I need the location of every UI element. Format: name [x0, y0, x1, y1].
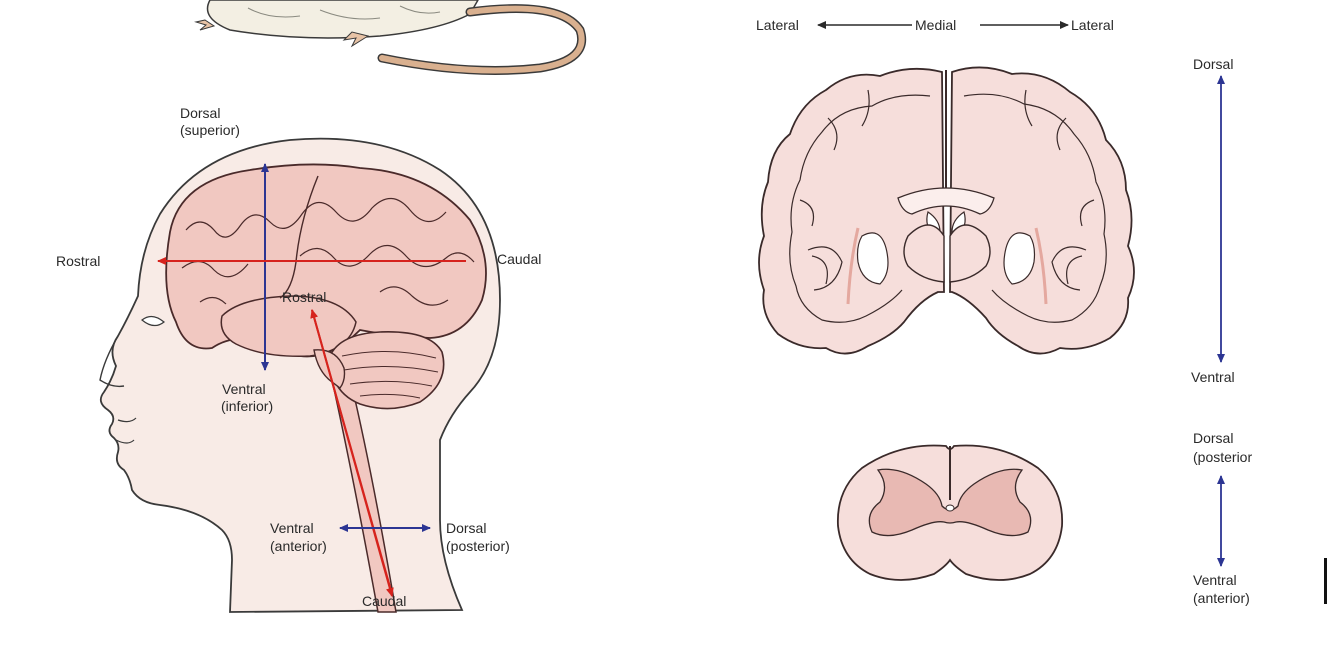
- label-dorsal-coronal: Dorsal: [1193, 56, 1233, 72]
- central-canal: [946, 505, 954, 511]
- spinal-cord-section-diagram: Dorsal (posterior Ventral (anterior): [838, 430, 1253, 606]
- label-dorsal-posterior-cord-2: (posterior: [1193, 449, 1252, 465]
- head-sagittal-diagram: Dorsal (superior) Rostral Caudal Rostral…: [56, 105, 541, 612]
- label-dorsal-posterior-cord-1: Dorsal: [1193, 430, 1233, 446]
- text-cursor: [1324, 558, 1327, 604]
- label-medial: Medial: [915, 17, 956, 33]
- rat-illustration: [196, 0, 582, 70]
- label-dorsal-posterior-2: (posterior): [446, 538, 510, 554]
- label-rostral-inner: Rostral: [282, 289, 326, 305]
- label-caudal-right: Caudal: [497, 251, 541, 267]
- label-dorsal-superior-2: (superior): [180, 122, 240, 138]
- label-lateral-left: Lateral: [756, 17, 799, 33]
- label-ventral-anterior-cord-1: Ventral: [1193, 572, 1237, 588]
- label-ventral-coronal: Ventral: [1191, 369, 1235, 385]
- label-lateral-right: Lateral: [1071, 17, 1114, 33]
- label-ventral-inferior-1: Ventral: [222, 381, 266, 397]
- label-ventral-anterior-2: (anterior): [270, 538, 327, 554]
- label-ventral-anterior-cord-2: (anterior): [1193, 590, 1250, 606]
- label-ventral-inferior-2: (inferior): [221, 398, 273, 414]
- label-rostral-left: Rostral: [56, 253, 100, 269]
- label-dorsal-posterior-1: Dorsal: [446, 520, 486, 536]
- label-ventral-anterior-1: Ventral: [270, 520, 314, 536]
- label-dorsal-superior-1: Dorsal: [180, 105, 220, 121]
- coronal-section-diagram: Lateral Medial Lateral Dor: [756, 17, 1235, 385]
- label-caudal-bottom: Caudal: [362, 593, 406, 609]
